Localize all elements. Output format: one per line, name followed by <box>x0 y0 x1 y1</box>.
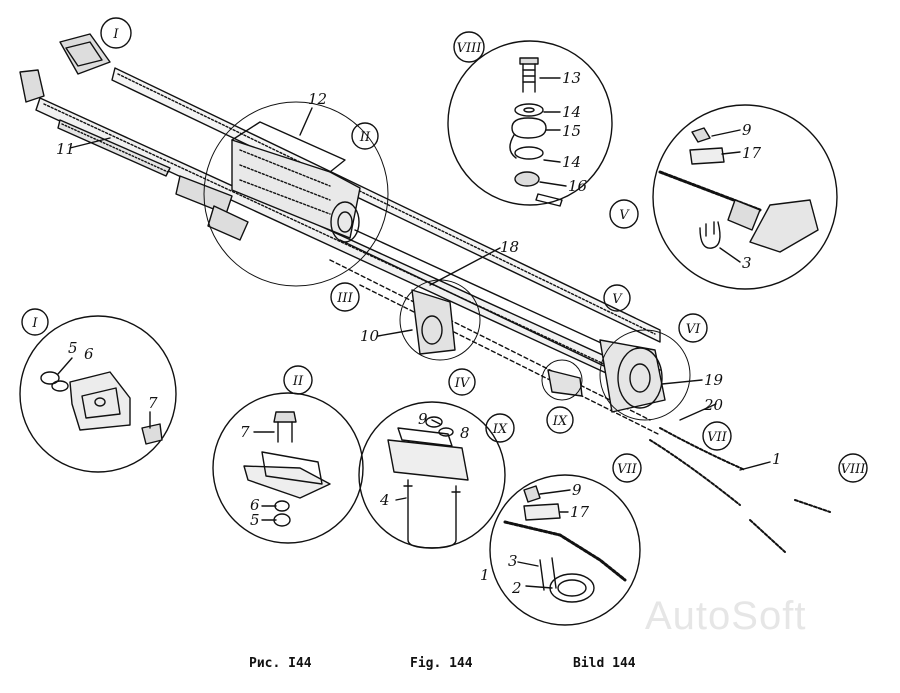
callout-ii-top: II <box>359 130 371 145</box>
callout-iii: III <box>336 291 353 306</box>
label-8-ix: 8 <box>460 424 470 442</box>
label-12: 12 <box>308 90 327 108</box>
callout-viii-circle: VIII <box>457 41 483 56</box>
label-5-i: 5 <box>68 339 78 357</box>
detail-circle-ix-small <box>541 359 583 401</box>
detail-circle-12 <box>203 101 389 287</box>
detail-circle-vii <box>489 474 641 626</box>
label-7-ii: 7 <box>240 423 250 441</box>
detail-circle-i <box>19 315 177 473</box>
label-14a: 14 <box>562 103 581 121</box>
label-16: 16 <box>568 177 588 195</box>
caption-en: Fig. 144 <box>410 656 473 671</box>
label-1-rail: 1 <box>772 450 782 468</box>
label-4-ix: 4 <box>379 491 390 509</box>
label-9-v: 9 <box>742 121 752 139</box>
callout-ix-small: IX <box>552 414 568 429</box>
main-rail-assembly <box>19 33 831 553</box>
label-18: 18 <box>500 238 519 256</box>
label-17-v: 17 <box>742 144 762 162</box>
label-15: 15 <box>562 122 581 140</box>
callout-viii-small: VIII <box>841 462 867 477</box>
callout-i-top: I <box>112 27 119 42</box>
label-17-vii: 17 <box>570 503 590 521</box>
callout-v-circle: V <box>619 208 630 223</box>
detail-circle-v <box>652 104 838 290</box>
callout-vii-circle: VII <box>617 462 638 477</box>
label-6-i: 6 <box>84 345 94 363</box>
label-20: 20 <box>703 396 724 414</box>
callout-iv: IV <box>454 376 471 391</box>
label-9-vii: 9 <box>572 481 582 499</box>
label-9-ix: 9 <box>418 410 428 428</box>
label-11: 11 <box>56 140 75 158</box>
callout-ix-circle: IX <box>492 422 508 437</box>
callout-vii-small: VII <box>707 430 728 445</box>
label-3-vii: 3 <box>508 552 518 570</box>
label-5-ii: 5 <box>250 511 260 529</box>
callout-i-circle: I <box>31 316 38 331</box>
detail-circle-ix <box>358 401 506 549</box>
label-2-vii: 2 <box>511 579 522 597</box>
callout-v-small: V <box>612 292 623 307</box>
caption-de: Bild 144 <box>573 656 636 671</box>
label-1-vii: 1 <box>480 566 490 584</box>
detail-circle-19 <box>599 329 691 421</box>
detail-circle-ii <box>212 392 364 544</box>
label-10: 10 <box>360 327 380 345</box>
callout-vi: VI <box>686 322 701 337</box>
caption-ru: Рис. I44 <box>249 656 312 671</box>
label-3-v: 3 <box>742 254 752 272</box>
detail-circle-viii <box>447 40 613 207</box>
label-7-i: 7 <box>148 394 158 412</box>
label-19: 19 <box>704 371 724 389</box>
callout-ii-circle: II <box>292 374 304 389</box>
label-6-ii: 6 <box>250 496 260 514</box>
watermark: AutoSoft <box>645 594 807 638</box>
label-13: 13 <box>562 69 581 87</box>
label-14b: 14 <box>562 153 581 171</box>
